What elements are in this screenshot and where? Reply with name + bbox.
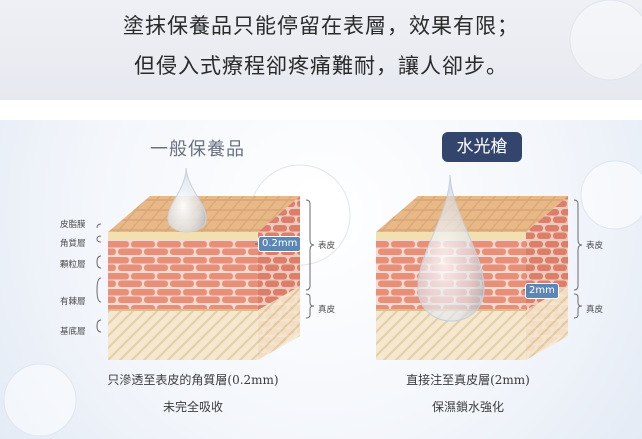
header-banner [0,0,642,100]
bubble-icon [569,0,642,81]
layer-label: 基底層 [60,327,86,337]
layer-label: 有棘層 [60,297,86,307]
bubble-icon [580,160,642,230]
right-caption-1: 直接注至真皮層(2mm) [406,373,530,387]
zone-label: 真皮 [318,305,336,315]
right-badge: 水光槍 [442,132,522,162]
layer-brackets [96,223,102,333]
left-title: 一般保養品 [150,139,245,160]
layer-label: 顆粒層 [60,260,86,270]
layer-label: 角質層 [60,239,86,249]
headline-1: 塗抹保養品只能停留在表層，效果有限； [123,14,519,38]
left-caption-2: 未完全吸收 [162,400,223,414]
headline-2: 但侵入式療程卻疼痛難耐，讓人卻步。 [134,54,508,78]
zone-label: 真皮 [586,305,604,315]
left-caption-1: 只滲透至表皮的角質層(0.2mm) [107,373,279,387]
water-drop-icon [167,167,207,233]
zone-label: 表皮 [586,241,604,251]
depth-tag-right: 2mm [525,283,559,299]
zone-label: 表皮 [318,241,336,251]
zone-brackets [305,199,583,319]
bubble-icon [3,363,77,437]
layer-label: 皮脂膜 [60,220,86,230]
depth-tag-left: 0.2mm [258,236,302,252]
water-drop-icon [417,174,485,322]
right-caption-2: 保濕鎖水強化 [431,400,504,414]
